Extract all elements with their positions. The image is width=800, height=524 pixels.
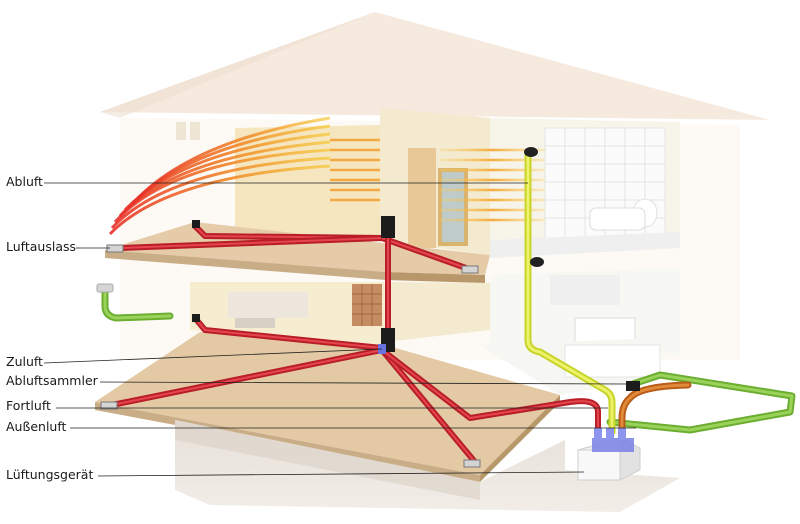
orange-duct — [618, 381, 692, 436]
label-luftauslass: Luftauslass — [6, 239, 77, 254]
ventilation-unit — [576, 428, 642, 481]
label-aussenluft: Außenluft — [6, 419, 67, 434]
basement — [175, 420, 680, 512]
label-fortluft: Fortluft — [6, 398, 51, 413]
abluft-heat-waves — [108, 116, 545, 236]
abluft-riser — [524, 147, 616, 436]
ground-floor-slab — [95, 332, 661, 482]
label-abluftsammler: Abluftsammler — [6, 373, 98, 388]
aussenluft-fortluft-duct — [96, 283, 796, 434]
label-lueftungsgeraet: Lüftungsgerät — [6, 467, 94, 482]
roof — [100, 12, 770, 120]
leader-lines — [43, 182, 636, 477]
label-abluft: Abluft — [6, 174, 43, 189]
label-zuluft: Zuluft — [6, 354, 43, 369]
